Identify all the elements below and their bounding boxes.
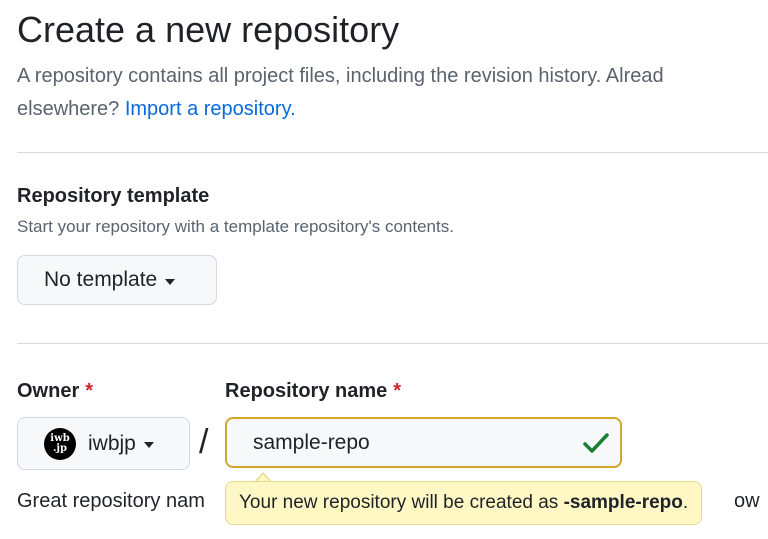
template-select-button[interactable]: No template bbox=[17, 255, 217, 305]
required-marker: * bbox=[85, 380, 94, 402]
name-suggestion-end: ow bbox=[734, 490, 760, 512]
divider bbox=[17, 343, 768, 344]
name-suggestion-text: Great repository nam ow bbox=[17, 487, 768, 515]
owner-label: Owner* bbox=[17, 378, 93, 404]
owner-label-text: Owner bbox=[17, 380, 80, 402]
tooltip-repo-name: -sample-repo bbox=[563, 492, 683, 513]
required-marker: * bbox=[393, 380, 402, 402]
repository-name-label: Repository name* bbox=[225, 378, 401, 404]
check-icon bbox=[583, 433, 609, 453]
template-heading: Repository template bbox=[17, 185, 210, 207]
intro-text-line2: elsewhere? bbox=[17, 98, 125, 120]
owner-select-label: iwbjp bbox=[88, 431, 136, 455]
avatar-text-bottom: .jp bbox=[52, 442, 68, 454]
caret-down-icon bbox=[165, 278, 176, 285]
repository-name-input[interactable] bbox=[225, 417, 622, 468]
repository-name-tooltip: Your new repository will be created as -… bbox=[225, 481, 703, 525]
name-suggestion-start: Great repository nam bbox=[17, 490, 205, 512]
intro-text-line1: A repository contains all project files,… bbox=[17, 65, 664, 87]
caret-down-icon bbox=[143, 442, 154, 448]
import-repository-link[interactable]: Import a repository. bbox=[124, 98, 296, 120]
page-title: Create a new repository bbox=[17, 9, 400, 50]
owner-avatar: iwb .jp bbox=[44, 427, 76, 460]
owner-select-button[interactable]: iwb .jp iwbjp bbox=[17, 417, 190, 470]
template-select-label: No template bbox=[44, 268, 158, 291]
owner-repo-separator: / bbox=[199, 423, 209, 461]
divider bbox=[17, 152, 768, 153]
tooltip-pointer-fill bbox=[255, 474, 271, 483]
repository-name-label-text: Repository name bbox=[225, 380, 388, 402]
avatar-text-top: iwb bbox=[50, 432, 70, 444]
tooltip-suffix: . bbox=[682, 492, 689, 513]
template-description: Start your repository with a template re… bbox=[17, 217, 454, 236]
page-intro: A repository contains all project files,… bbox=[17, 60, 768, 126]
tooltip-prefix: Your new repository will be created as bbox=[239, 492, 564, 513]
